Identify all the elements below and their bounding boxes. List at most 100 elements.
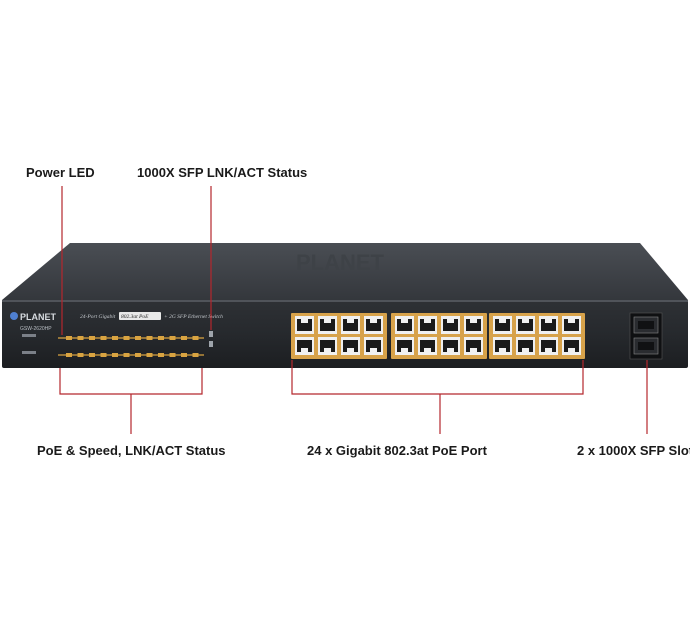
poe-ports-bracket (291, 360, 584, 395)
rj45-port-tab (568, 319, 575, 323)
rj45-port-tab (370, 348, 377, 352)
poe-led (192, 353, 199, 357)
rj45-port-tab (324, 319, 331, 323)
poe-led (77, 353, 84, 357)
rj45-port-opening (564, 319, 579, 331)
sfp-slot-bay (629, 312, 663, 360)
panel-label (22, 334, 36, 337)
brand-logo: PLANET GSW-2620HP (10, 312, 57, 332)
rj45-port-opening (564, 340, 579, 352)
rj45-port-opening (297, 319, 312, 331)
poe-led (158, 353, 164, 357)
rj45-port-opening (495, 340, 510, 352)
callout-poe-ports: 24 x Gigabit 802.3at PoE Port (307, 443, 487, 458)
poe-led (77, 336, 84, 340)
rj45-port-tab (522, 348, 529, 352)
rj45-port-opening (366, 319, 381, 331)
poe-led (146, 336, 153, 340)
rj45-port-tab (401, 319, 408, 323)
poe-led (66, 336, 72, 340)
poe-led (158, 336, 164, 340)
device-description: 24-Port Gigabit 802.3at PoE + 2G SFP Eth… (80, 312, 223, 320)
sfp-status-leds (209, 331, 213, 347)
rj45-port-opening (443, 319, 458, 331)
rj45-port-tab (545, 348, 552, 352)
description-badge-box (119, 312, 161, 320)
rj45-port-opening (297, 340, 312, 352)
rj45-port-opening (443, 340, 458, 352)
description-badge: 802.3at PoE (121, 314, 149, 320)
model-number: GSW-2620HP (20, 326, 52, 332)
rj45-port-opening (397, 340, 412, 352)
rj45-port-tab (447, 319, 454, 323)
rj45-port-opening (420, 319, 435, 331)
rj45-port-tab (324, 348, 331, 352)
poe-led (146, 353, 153, 357)
rj45-port-opening (320, 340, 335, 352)
rj45-port-tab (301, 348, 308, 352)
rj45-port-tab (347, 348, 354, 352)
rj45-port-opening (343, 340, 358, 352)
rj45-port-tab (424, 348, 431, 352)
rj45-port-opening (518, 340, 533, 352)
chassis-logo-watermark: PLANET (296, 250, 385, 275)
rj45-port-tab (522, 319, 529, 323)
rj45-port-tab (470, 319, 477, 323)
poe-led (192, 336, 199, 340)
poe-led (135, 336, 141, 340)
rj45-port-opening (320, 319, 335, 331)
rj45-port-opening (397, 319, 412, 331)
rj45-port-opening (541, 319, 556, 331)
chassis-top (2, 243, 688, 300)
rj45-port-tab (470, 348, 477, 352)
poe-led (112, 336, 118, 340)
rj45-port-tab (370, 319, 377, 323)
rj45-port-opening (343, 319, 358, 331)
poe-status-bracket (59, 368, 203, 395)
poe-led (123, 353, 130, 357)
sfp-led-1 (209, 331, 213, 337)
poe-led (123, 336, 130, 340)
poe-led (135, 353, 141, 357)
callout-poe-status: PoE & Speed, LNK/ACT Status (37, 443, 226, 458)
rj45-port-tab (447, 348, 454, 352)
rj45-port-tab (499, 319, 506, 323)
rj45-port-tab (424, 319, 431, 323)
poe-led (181, 353, 187, 357)
rj45-port-opening (366, 340, 381, 352)
poe-led (181, 336, 187, 340)
brand-name: PLANET (20, 312, 57, 322)
rj45-port-tab (545, 319, 552, 323)
rj45-port-tab (301, 319, 308, 323)
poe-led (169, 353, 176, 357)
rj45-port-opening (495, 319, 510, 331)
callout-sfp-status: 1000X SFP LNK/ACT Status (137, 165, 308, 180)
rj45-port-opening (518, 319, 533, 331)
sfp-led-2 (209, 341, 213, 347)
description-suffix: + 2G SFP Ethernet Switch (164, 314, 223, 320)
rj45-port-tab (401, 348, 408, 352)
poe-led (89, 336, 95, 340)
callout-power-led: Power LED (26, 165, 95, 180)
rj45-port-tab (347, 319, 354, 323)
panel-label (22, 351, 36, 354)
poe-port-bank (291, 313, 585, 359)
poe-led (66, 353, 72, 357)
poe-led (89, 353, 95, 357)
port-group-frame (489, 313, 585, 359)
poe-led (100, 336, 107, 340)
rj45-port-opening (466, 340, 481, 352)
callout-sfp-slots: 2 x 1000X SFP Slot (577, 443, 690, 458)
rj45-port-opening (541, 340, 556, 352)
rj45-port-opening (466, 319, 481, 331)
rj45-port-tab (568, 348, 575, 352)
poe-led (169, 336, 176, 340)
poe-led (100, 353, 107, 357)
port-group-frame (291, 313, 387, 359)
port-group-frame (391, 313, 487, 359)
description-prefix: 24-Port Gigabit (80, 313, 116, 320)
rj45-port-opening (420, 340, 435, 352)
planet-logo-icon (10, 312, 18, 320)
led-panel (22, 334, 204, 357)
